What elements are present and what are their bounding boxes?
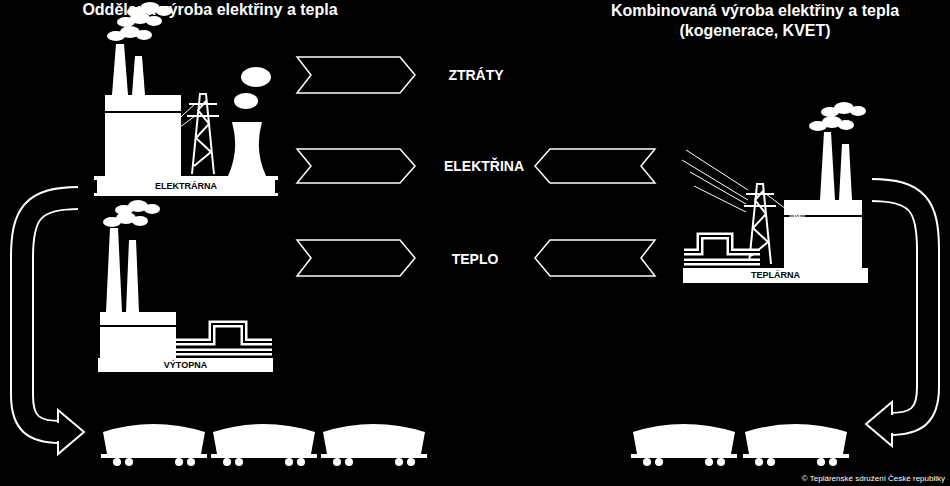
copyright-note: © Teplárenské sdružení České republiky — [802, 474, 945, 484]
chp-plant — [682, 102, 866, 268]
flow-label: ELEKTŘINA — [444, 158, 524, 175]
flow-label: TEPLO — [452, 251, 499, 268]
section-heading: Kombinovaná výroba elektřiny a tepla (ko… — [580, 1, 930, 41]
chevron-left — [535, 149, 655, 183]
chevron-right — [297, 240, 415, 276]
fuel-arrow-left — [22, 198, 84, 454]
flow-label: ZTRÁTY — [448, 67, 503, 84]
building-plate: ELEKTRÁRNA — [97, 180, 275, 193]
building-plate: VÝTOPNA — [98, 358, 273, 372]
plant-label: VÝTOPNA — [164, 361, 207, 370]
power-plant — [94, 2, 278, 196]
flow-chevrons — [297, 57, 655, 276]
chevron-right — [297, 149, 415, 183]
chevron-right — [297, 57, 415, 93]
plant-label: ELEKTRÁRNA — [155, 182, 217, 191]
heating-plant — [100, 200, 272, 358]
coal-train-right — [631, 424, 849, 466]
chevron-left — [535, 240, 655, 276]
section-heading: Oddělená výroba elektřiny a tepla — [0, 0, 420, 19]
building-plate: TEPLÁRNA — [683, 268, 868, 283]
plant-label: TEPLÁRNA — [751, 271, 800, 280]
fuel-arrow-right — [866, 190, 928, 446]
coal-train-left — [101, 424, 427, 466]
